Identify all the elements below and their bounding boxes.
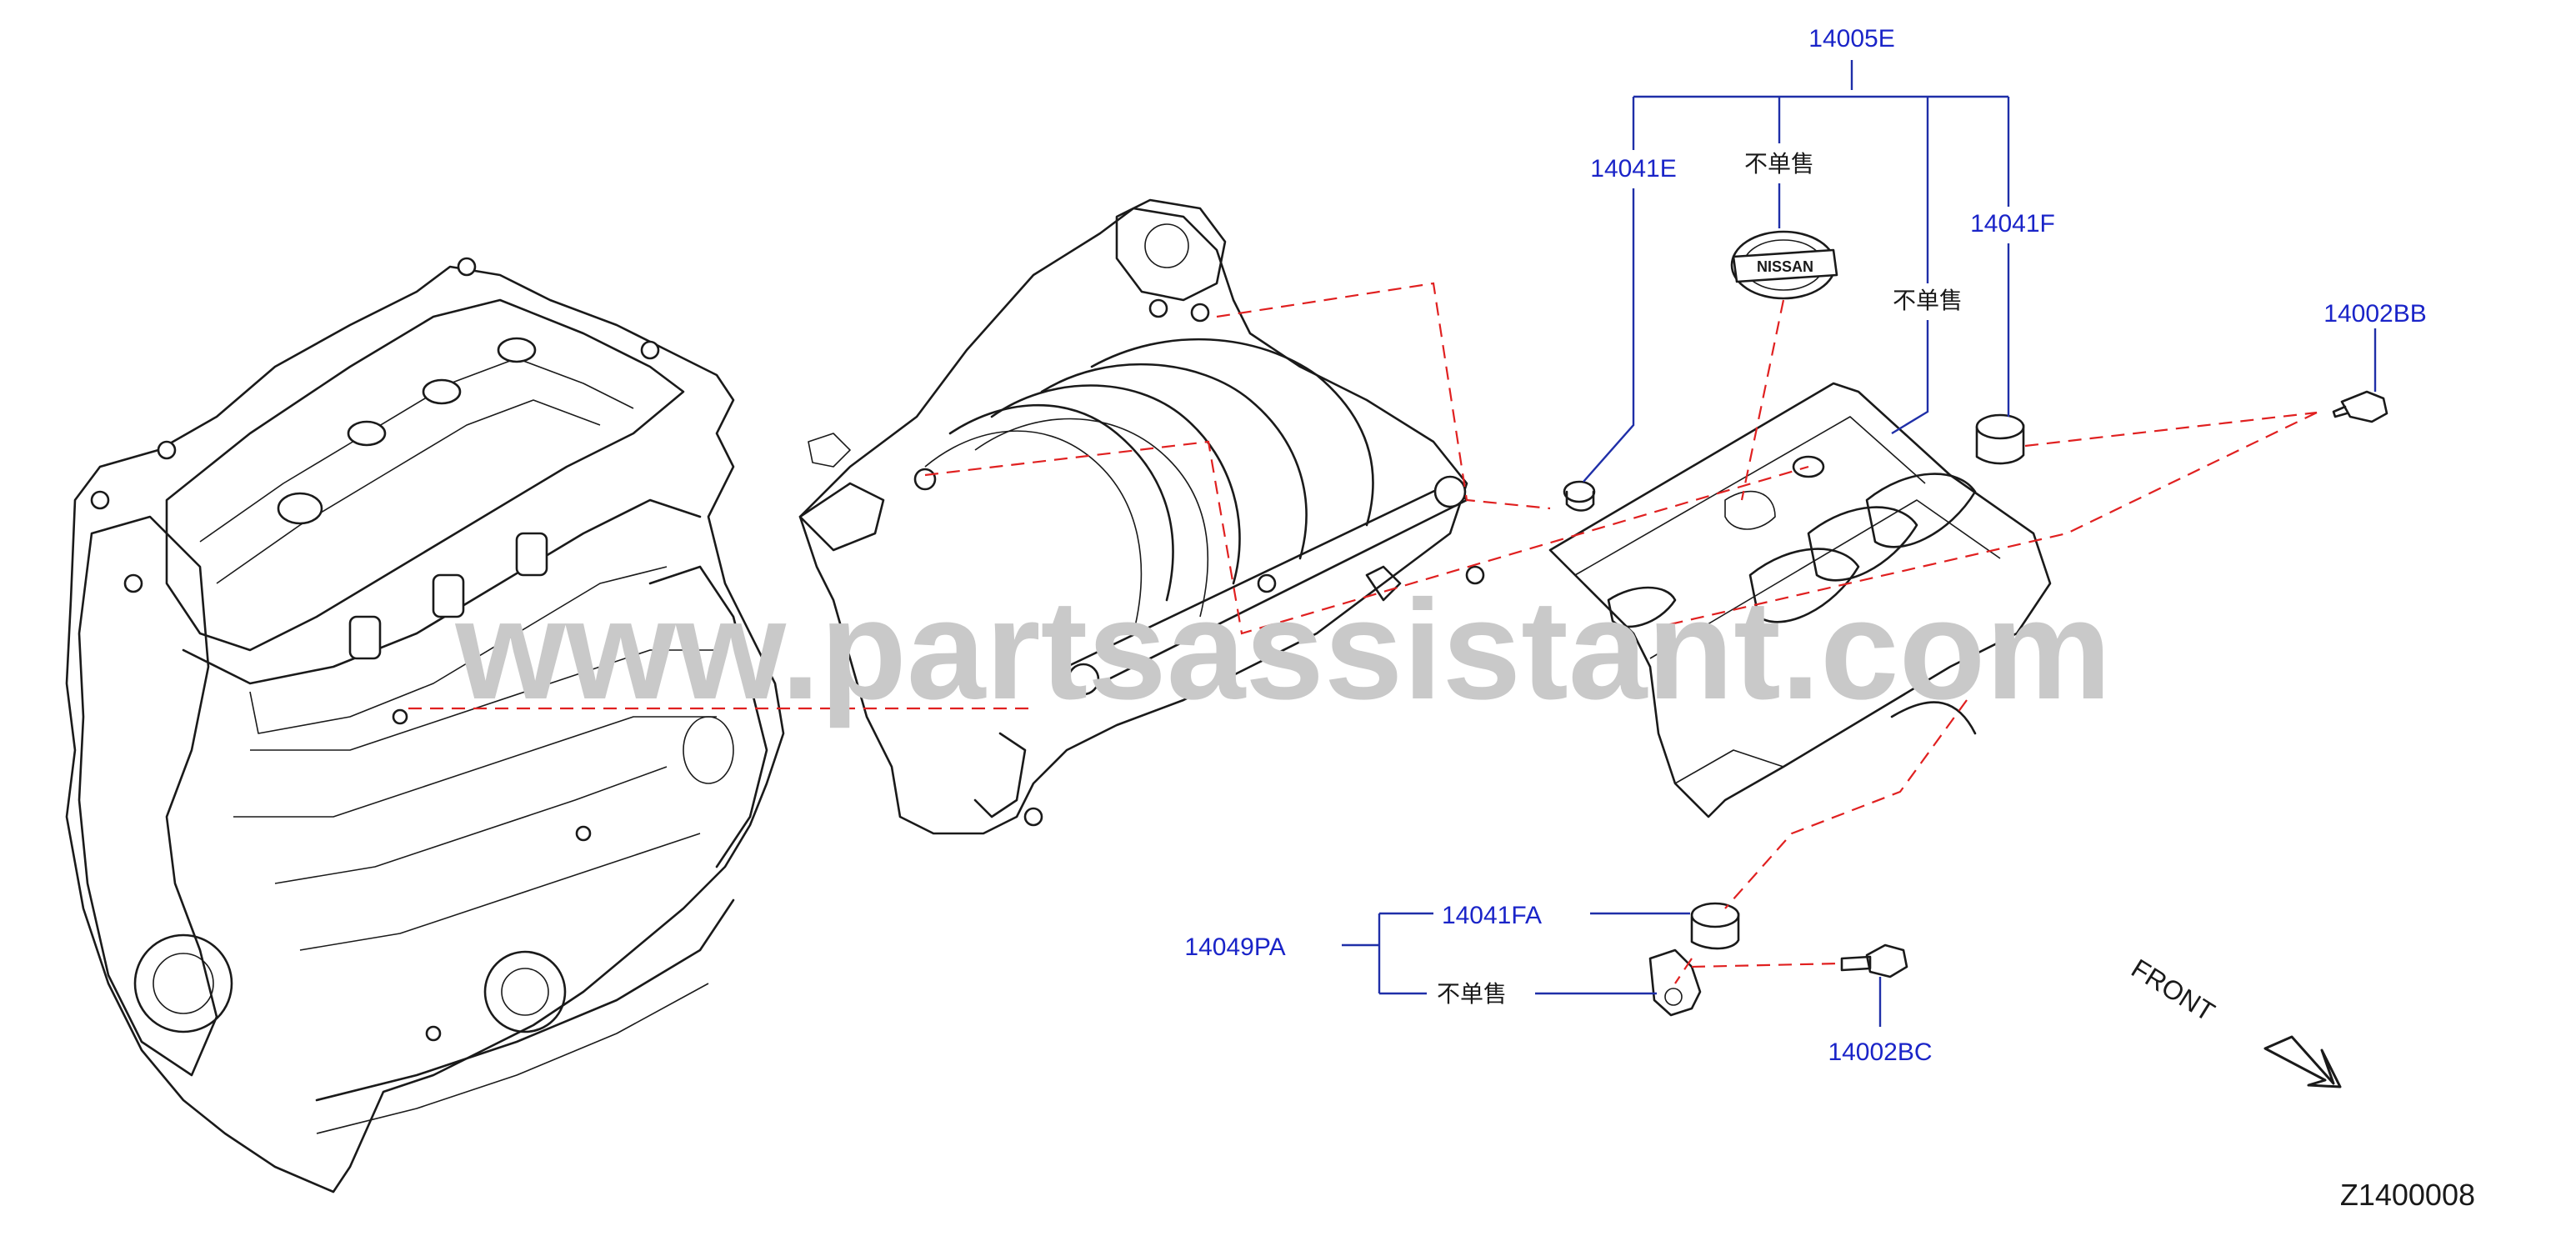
front-direction-arrow: FRONT (2126, 953, 2342, 1088)
engine-cover-drawing (1548, 382, 2052, 818)
callout-14005e[interactable]: 14005E (1808, 25, 1894, 53)
diagram-code: Z1400008 (2340, 1178, 2475, 1212)
front-label: FRONT (2126, 953, 2220, 1027)
callout-14049pa[interactable]: 14049PA (1184, 933, 1285, 961)
svg-text:NISSAN: NISSAN (1757, 258, 1813, 275)
not-sold-separately-bottom: 不单售 (1437, 981, 1507, 1007)
callout-14041fa[interactable]: 14041FA (1442, 902, 1542, 929)
grommet-14041f-drawing (1975, 413, 2025, 465)
emblem-badge-drawing: NISSAN (1730, 230, 1838, 300)
callout-14002bb[interactable]: 14002BB (2323, 300, 2426, 328)
grommet-14041e-drawing (1563, 480, 1596, 512)
watermark: www.partsassistant.com (454, 571, 2111, 729)
bolt-14002bc-drawing (1840, 943, 1908, 978)
callout-14002bc[interactable]: 14002BC (1828, 1038, 1932, 1066)
callout-14041e[interactable]: 14041E (1590, 155, 1676, 183)
engine-assembly-drawing (65, 257, 785, 1193)
intake-manifold-drawing (798, 198, 1485, 835)
front-arrow-icon (2263, 1035, 2342, 1088)
callout-leader-lines (1342, 60, 2377, 1027)
callout-14041f[interactable]: 14041F (1970, 210, 2055, 238)
dashed-guide-lines (408, 282, 2318, 984)
not-sold-separately-right: 不单售 (1893, 288, 1963, 313)
grommet-14041fa-drawing (1690, 902, 1740, 950)
not-sold-separately-top: 不单售 (1744, 151, 1814, 177)
bolt-14002bb-drawing (2332, 390, 2388, 423)
